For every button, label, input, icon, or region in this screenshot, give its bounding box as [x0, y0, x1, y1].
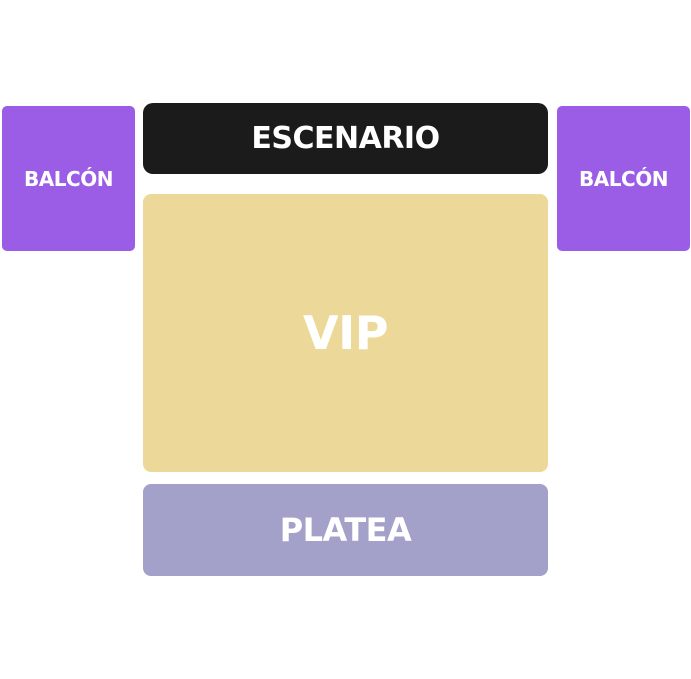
- platea-zone[interactable]: PLATEA: [143, 484, 548, 576]
- balcony-left-label: BALCÓN: [24, 166, 113, 191]
- balcony-right-label: BALCÓN: [579, 166, 668, 191]
- vip-zone[interactable]: VIP: [143, 194, 548, 472]
- platea-label: PLATEA: [279, 511, 412, 549]
- stage-label: ESCENARIO: [251, 121, 440, 156]
- balcony-left-zone[interactable]: BALCÓN: [2, 106, 135, 251]
- balcony-right-zone[interactable]: BALCÓN: [557, 106, 690, 251]
- vip-label: VIP: [303, 306, 388, 360]
- stage-zone: ESCENARIO: [143, 103, 548, 174]
